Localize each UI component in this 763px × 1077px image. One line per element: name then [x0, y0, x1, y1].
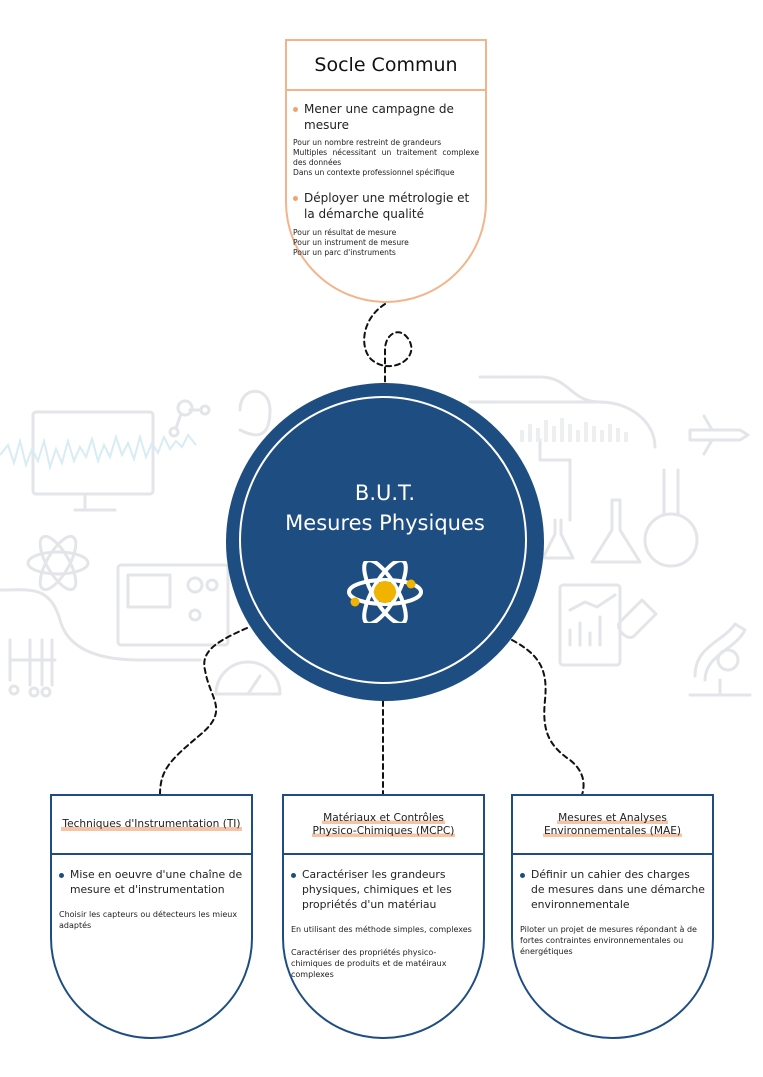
equalizer-bars: [520, 418, 628, 442]
card-ti-header: Techniques d'Instrumentation (TI): [52, 796, 251, 855]
card-mcpc-detail: Caractériser des propriétés physico-chim…: [291, 948, 447, 979]
socle-commun-title: Socle Commun: [287, 41, 485, 91]
card-mae-title-line2: Environnementales (MAE): [542, 824, 683, 837]
card-mcpc-title-line1: Matériaux et Contrôles: [322, 811, 445, 824]
card-mae-bullet: Définir un cahier des charges de mesures…: [531, 868, 705, 911]
bullet-icon: [520, 873, 525, 878]
socle-detail: Dans un contexte professionnel spécifiqu…: [293, 168, 455, 177]
card-mae-detail: Piloter un projet de mesures répondant à…: [520, 925, 697, 956]
center-title: B.U.T. Mesures Physiques: [226, 478, 544, 538]
connector-icon: [8, 638, 57, 698]
socle-detail: Pour un résultat de mesure: [293, 228, 397, 237]
card-mcpc-bullet: Caractériser les grandeurs physiques, ch…: [302, 868, 452, 911]
card-mcpc-detail: En utilisant des méthode simples, comple…: [291, 925, 472, 934]
socle-item-title: Déployer une métrologie et la démarche q…: [304, 191, 470, 221]
bullet-icon: [293, 107, 298, 112]
card-mcpc-header: Matériaux et Contrôles Physico-Chimiques…: [284, 796, 483, 855]
molecule-icon: [168, 399, 211, 438]
bullet-icon: [59, 873, 64, 878]
airplane-icon: [688, 414, 750, 456]
socle-detail: Pour un nombre restreint de grandeurs: [293, 138, 442, 147]
microscope-icon: [688, 622, 752, 697]
card-mcpc: Matériaux et Contrôles Physico-Chimiques…: [282, 794, 485, 1039]
gauge-icon: [214, 660, 282, 696]
socle-item-2: Déployer une métrologie et la démarche q…: [287, 178, 485, 258]
socle-detail: Pour un instrument de mesure: [293, 238, 409, 247]
test-tube-icon: [617, 598, 658, 639]
card-ti-detail: Choisir les capteurs ou détecteurs les m…: [59, 910, 238, 930]
report-icon: [558, 583, 622, 667]
center-circle: B.U.T. Mesures Physiques: [226, 383, 544, 701]
bullet-icon: [293, 196, 298, 201]
connector-top: [363, 303, 413, 384]
flask-icon: [541, 468, 699, 568]
oscilloscope-icon: [116, 563, 230, 647]
socle-detail: Pour un parc d'instruments: [293, 248, 396, 257]
card-ti: Techniques d'Instrumentation (TI) Mise e…: [50, 794, 253, 1039]
socle-commun-card: Socle Commun Mener une campagne de mesur…: [285, 39, 487, 303]
card-ti-title: Techniques d'Instrumentation (TI): [61, 818, 242, 831]
sound-wave: [0, 433, 197, 471]
socle-item-1: Mener une campagne de mesure Pour un nom…: [287, 91, 485, 178]
card-mae: Mesures et Analyses Environnementales (M…: [511, 794, 714, 1039]
atom-icon: [26, 534, 90, 592]
center-circle-ring: [239, 396, 527, 684]
socle-detail: Multiples nécessitant un traitement comp…: [293, 148, 479, 167]
connector-left: [159, 627, 248, 796]
atom-logo-icon: [347, 561, 423, 623]
center-title-line2: Mesures Physiques: [285, 511, 485, 535]
card-mae-header: Mesures et Analyses Environnementales (M…: [513, 796, 712, 855]
connector-right: [511, 639, 585, 796]
card-ti-bullet: Mise en oeuvre d'une chaîne de mesure et…: [70, 868, 243, 896]
card-mcpc-title-line2: Physico-Chimiques (MCPC): [311, 824, 456, 837]
bullet-icon: [291, 873, 296, 878]
center-title-line1: B.U.T.: [354, 481, 416, 505]
card-mae-title-line1: Mesures et Analyses: [557, 811, 668, 824]
socle-item-title: Mener une campagne de mesure: [304, 102, 454, 132]
